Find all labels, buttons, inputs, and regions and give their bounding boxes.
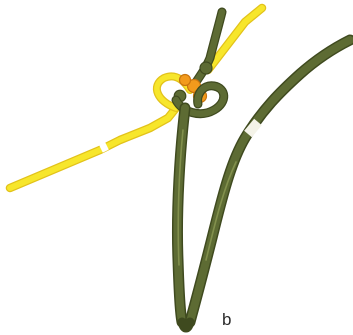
step-label: b: [222, 310, 231, 330]
